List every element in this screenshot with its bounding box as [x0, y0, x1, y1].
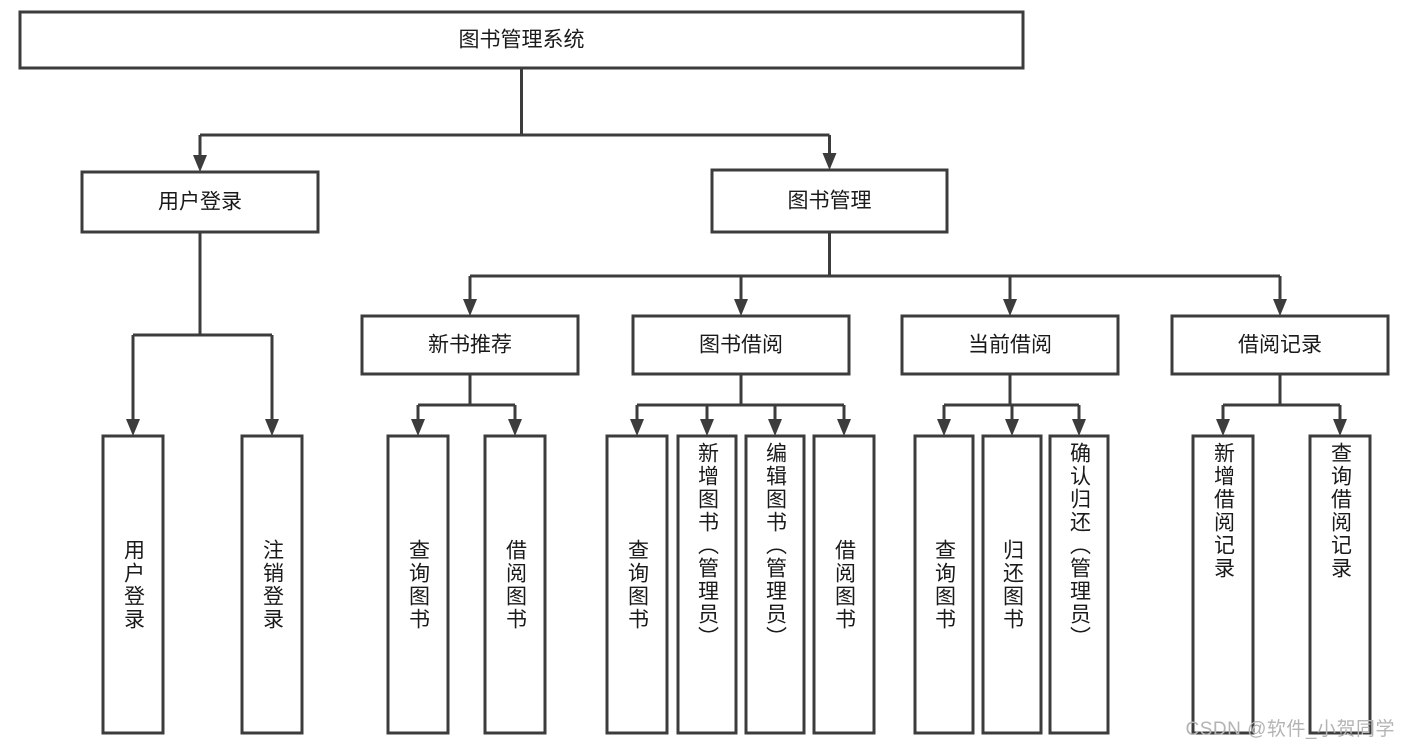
borrow-records-arrow-1: [1333, 419, 1347, 436]
node-l3-2-label: 当前借阅: [968, 334, 1052, 357]
leaf-current-borrow-1-label-wrap[interactable]: 归还图书: [983, 436, 1041, 733]
leaf-userlogin-1-box[interactable]: [240, 434, 304, 735]
leaf-book-borrow-3-label-wrap[interactable]: 借阅图书: [814, 436, 874, 733]
nodes-layer: [18, 10, 1390, 735]
root-arrow-1: [822, 153, 837, 170]
bookmgmt-arrow-1: [734, 299, 748, 316]
new-book-recommend-arrow-1: [508, 419, 522, 436]
node-l3-2-box[interactable]: [900, 314, 1120, 376]
borrow-records-arrow-0: [1216, 419, 1230, 436]
bookmgmt-arrow-3: [1273, 299, 1287, 316]
root-arrow-0: [193, 155, 207, 172]
leaf-book-borrow-3-box[interactable]: [812, 434, 876, 735]
book-borrow-arrow-0: [630, 419, 644, 436]
userlogin-arrow-0: [126, 419, 140, 436]
node-l3-0-label: 新书推荐: [428, 334, 512, 357]
leaf-borrow-records-0-label: 新增借阅记录: [1211, 442, 1235, 580]
userlogin-arrow-1: [265, 419, 279, 436]
leaf-borrow-records-0-label-wrap[interactable]: 新增借阅记录: [1193, 436, 1253, 733]
node-l3-0-box[interactable]: [360, 314, 580, 376]
leaf-userlogin-0-box[interactable]: [101, 434, 165, 735]
node-l3-1-label: 图书借阅: [699, 334, 783, 357]
current-borrow-arrow-2: [1072, 419, 1086, 436]
leaf-current-borrow-2-label-wrap[interactable]: 确认归还（管理员）: [1050, 436, 1108, 733]
node-l2-1-box[interactable]: [710, 168, 949, 234]
node-l3-1-box[interactable]: [631, 314, 851, 376]
leaf-borrow-records-1-label-wrap[interactable]: 查询借阅记录: [1310, 436, 1370, 733]
leaf-current-borrow-2-label: 确认归还（管理员）: [1067, 442, 1091, 649]
leaf-current-borrow-0-label-wrap[interactable]: 查询图书: [915, 436, 973, 733]
leaf-book-borrow-2-box[interactable]: [744, 434, 806, 735]
leaf-current-borrow-2-box[interactable]: [1048, 434, 1110, 735]
leaf-current-borrow-1-label: 归还图书: [1000, 538, 1024, 631]
current-borrow-arrow-1: [1005, 419, 1019, 436]
leaf-userlogin-1-label: 注销登录: [260, 538, 284, 631]
leaf-borrow-records-1-label: 查询借阅记录: [1328, 442, 1352, 580]
node-root-box[interactable]: [18, 10, 1025, 70]
leaf-new-book-recommend-1-label-wrap[interactable]: 借阅图书: [485, 436, 545, 733]
bookmgmt-arrow-0: [463, 299, 477, 316]
node-l2-0-box[interactable]: [80, 170, 320, 234]
book-borrow-arrow-1: [700, 419, 714, 436]
leaf-book-borrow-1-label-wrap[interactable]: 新增图书（管理员）: [678, 436, 736, 733]
leaf-book-borrow-2-label-wrap[interactable]: 编辑图书（管理员）: [746, 436, 804, 733]
leaf-current-borrow-1-box[interactable]: [981, 434, 1043, 735]
leaf-userlogin-0-label: 用户登录: [121, 538, 145, 631]
leaf-new-book-recommend-0-label-wrap[interactable]: 查询图书: [388, 436, 448, 733]
node-l3-3-label: 借阅记录: [1238, 334, 1322, 357]
leaf-new-book-recommend-0-label: 查询图书: [406, 538, 430, 631]
leaf-book-borrow-3-label: 借阅图书: [832, 538, 856, 631]
leaf-book-borrow-0-label-wrap[interactable]: 查询图书: [607, 436, 667, 733]
leaf-userlogin-1-label-wrap[interactable]: 注销登录: [242, 436, 302, 733]
leaf-book-borrow-0-label: 查询图书: [625, 538, 649, 631]
node-l3-3-box[interactable]: [1170, 314, 1390, 376]
leaf-new-book-recommend-1-label: 借阅图书: [503, 538, 527, 631]
leaf-current-borrow-0-box[interactable]: [913, 434, 975, 735]
leaf-book-borrow-2-label: 编辑图书（管理员）: [763, 442, 787, 649]
node-root-label: 图书管理系统: [459, 29, 585, 52]
leaf-current-borrow-0-label: 查询图书: [932, 538, 956, 631]
bookmgmt-arrow-2: [1003, 299, 1017, 316]
leaf-book-borrow-0-box[interactable]: [605, 434, 669, 735]
csdn-watermark: CSDN @软件_小贺同学: [1185, 719, 1395, 740]
leaf-borrow-records-1-box[interactable]: [1308, 434, 1372, 735]
new-book-recommend-arrow-0: [411, 419, 425, 436]
book-borrow-arrow-2: [768, 419, 782, 436]
leaf-new-book-recommend-0-box[interactable]: [386, 434, 450, 735]
leaf-book-borrow-1-box[interactable]: [676, 434, 738, 735]
leaf-borrow-records-0-box[interactable]: [1191, 434, 1255, 735]
current-borrow-arrow-0: [937, 419, 951, 436]
leaf-userlogin-0-label-wrap[interactable]: 用户登录: [103, 436, 163, 733]
node-l2-1-label: 图书管理: [788, 190, 872, 213]
book-borrow-arrow-3: [837, 419, 851, 436]
connectors-layer: [126, 68, 1347, 436]
leaf-new-book-recommend-1-box[interactable]: [483, 434, 547, 735]
node-l2-0-label: 用户登录: [158, 191, 242, 214]
leaf-book-borrow-1-label: 新增图书（管理员）: [695, 442, 719, 649]
